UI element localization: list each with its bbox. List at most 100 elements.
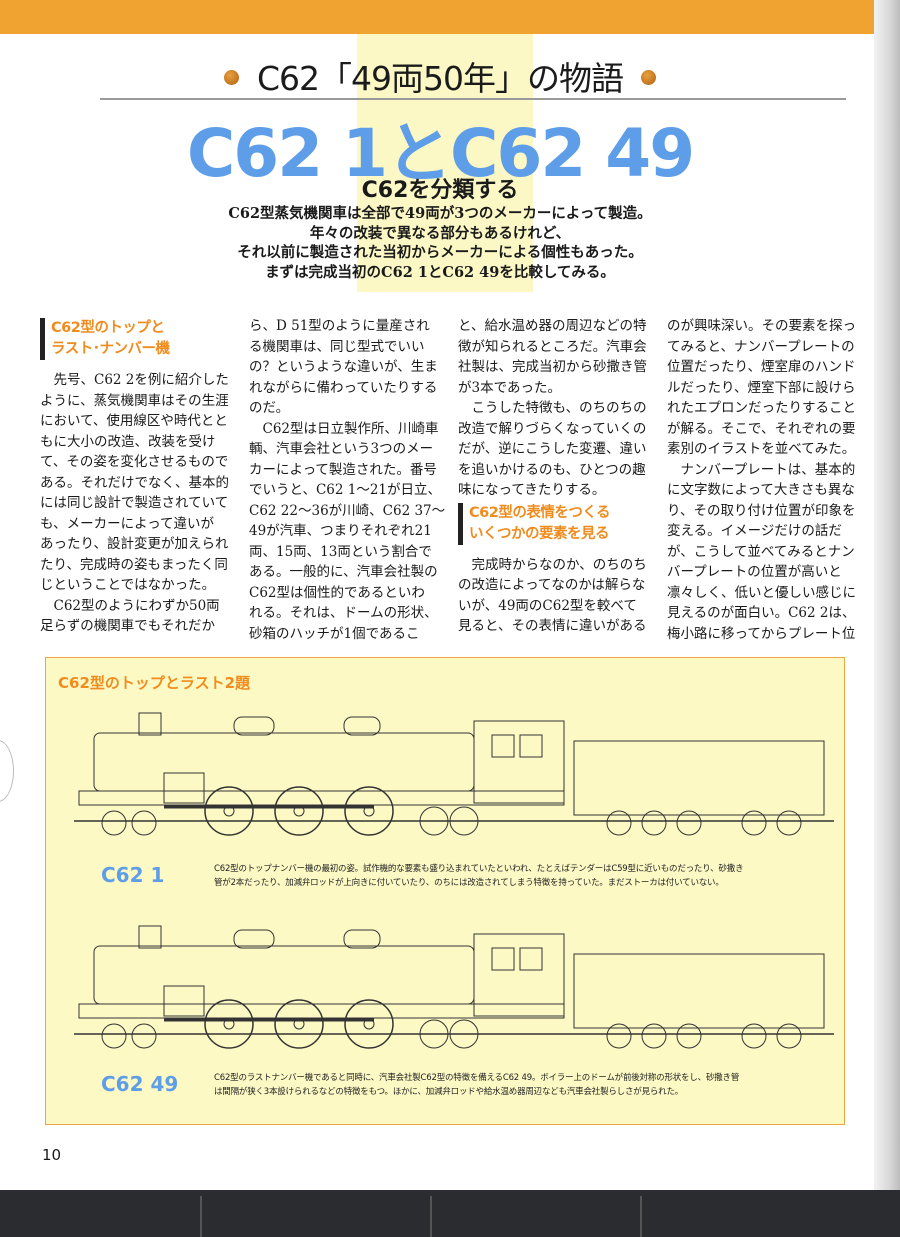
text-line: を追いかけるのも、ひとつの趣 bbox=[458, 461, 646, 478]
text-line: 両、15両、13両という割合で bbox=[249, 543, 432, 560]
section-heading: C62型の表情をつくるいくつかの要素を見る bbox=[458, 502, 658, 545]
driving-wheel bbox=[204, 999, 254, 1049]
text-line: C62型のトップと bbox=[51, 320, 165, 336]
text-line: C62 22～36が川崎、C62 37～ bbox=[249, 502, 446, 519]
bullet-dot-icon bbox=[641, 70, 656, 85]
boiler bbox=[93, 945, 475, 1005]
text-line: が、こうして並べてみるとナン bbox=[667, 543, 855, 560]
paragraph: こうした特徴も、のちのちの改造で解りづらくなっていくのだが、逆にこうした変遷、違… bbox=[458, 398, 658, 501]
cab-window bbox=[491, 947, 515, 971]
caption-line: C62型のトップナンバー機の最初の姿。試作機的な要素も盛り込まれていたといわれ、… bbox=[214, 864, 744, 874]
text-line: ルだったり、煙室下部に設けら bbox=[667, 379, 856, 396]
bullet-dot-icon bbox=[223, 70, 239, 85]
text-line: れる。それは、ドームの形状、 bbox=[249, 605, 438, 621]
cab-window bbox=[519, 947, 543, 971]
series-title-text: C62「49両50年」の物語 bbox=[256, 59, 624, 98]
text-line: C62型のようにわずか50両 bbox=[53, 597, 220, 614]
text-line: ら、D 51型のように量産され bbox=[249, 318, 430, 334]
tender-wheel bbox=[741, 1023, 767, 1049]
text-line: 素別のイラストを並べてみた。 bbox=[667, 441, 856, 457]
page-number: 10 bbox=[42, 1146, 62, 1164]
text-line: ある。一般的に、汽車会社製の bbox=[249, 564, 438, 580]
text-line: も、メーカーによって違いが bbox=[40, 515, 215, 532]
paragraph: 完成時からなのか、のちのちの改造によってなのかは解らないが、49両のC62型を較… bbox=[458, 555, 658, 637]
tender bbox=[573, 953, 825, 1029]
scan-background bbox=[0, 1190, 900, 1237]
chimney bbox=[138, 712, 162, 736]
trailing-wheel bbox=[419, 1019, 449, 1049]
driving-wheel bbox=[274, 786, 324, 836]
text-line: において、使用線区や時代とと bbox=[40, 413, 228, 429]
text-line: じということではなかった。 bbox=[40, 577, 216, 593]
tender-wheel bbox=[641, 810, 667, 836]
text-line: の？というような違いが、生ま bbox=[249, 359, 438, 375]
paragraph: ナンバープレートは、基本的に文字数によって大きさも異なり、その取り付け位置が印象… bbox=[667, 460, 867, 645]
text-line: 砂箱のハッチが1個であるこ bbox=[249, 625, 420, 642]
leading-wheel bbox=[131, 810, 157, 836]
section-heading: C62型のトップとラスト･ナンバー機 bbox=[40, 318, 240, 360]
text-line: のだ。 bbox=[249, 400, 290, 416]
paragraph: C62型は日立製作所、川崎車輌、汽車会社という3つのメーカーによって製造された。… bbox=[249, 419, 449, 645]
figure-label: C62 49 bbox=[101, 1072, 179, 1096]
text-line: でいうと、C62 1～21が日立、 bbox=[249, 482, 442, 498]
text-line: れながらに備わっていたりする bbox=[249, 379, 438, 396]
paragraph: C62型のようにわずか50両足らずの機関車でもそれだか bbox=[40, 596, 240, 637]
sand-dome bbox=[343, 929, 381, 949]
tender-wheel bbox=[606, 1023, 632, 1049]
text-line: 先号、C62 2を例に紹介した bbox=[53, 372, 229, 388]
text-line: 徴が知られるところだ。汽車会 bbox=[458, 338, 647, 355]
text-line: ように、蒸気機関車はその生涯 bbox=[40, 392, 229, 409]
driving-wheel bbox=[344, 786, 394, 836]
cylinder bbox=[163, 772, 205, 804]
text-line: 社製は、完成当初から砂撒き管 bbox=[458, 359, 647, 375]
text-line: ある。それだけでなく、基本的 bbox=[40, 474, 229, 491]
highlight-stripe bbox=[357, 34, 533, 292]
text-column-3: と、給水温め器の周辺などの特徴が知られるところだ。汽車会社製は、完成当初から砂撒… bbox=[458, 316, 658, 637]
text-line: いが、49両のC62型を較べて bbox=[458, 597, 637, 614]
text-line: 49が汽車、つまりそれぞれ21 bbox=[249, 523, 432, 539]
frame bbox=[78, 790, 565, 806]
sand-dome bbox=[343, 716, 381, 736]
text-line: 凛々しく、低いと優しい感じに bbox=[667, 584, 856, 601]
text-line: に文字数によって大きさも異な bbox=[667, 482, 855, 498]
text-line: てみると、ナンバープレートの bbox=[667, 338, 855, 355]
text-line: 見えるのが面白い。C62 2は、 bbox=[667, 605, 856, 621]
driving-wheel bbox=[274, 999, 324, 1049]
leading-wheel bbox=[101, 810, 127, 836]
text-column-2: ら、D 51型のように量産される機関車は、同じ型式でいいの？というような違いが、… bbox=[249, 316, 449, 644]
divider bbox=[100, 98, 846, 100]
text-line: だが、逆にこうした変遷、違い bbox=[458, 441, 647, 457]
text-line: には同じ設計で製造されていて bbox=[40, 495, 229, 511]
text-line: のが興味深い。その要素を探っ bbox=[667, 318, 856, 334]
trailing-wheel bbox=[449, 806, 479, 836]
text-line: ナンバープレートは、基本的 bbox=[680, 461, 856, 478]
cylinder bbox=[163, 985, 205, 1017]
figure-caption: C62型のラストナンバー機であると同時に、汽車会社製C62型の特徴を備えるC62… bbox=[214, 1071, 739, 1099]
cab-window bbox=[491, 734, 515, 758]
paragraph: 先号、C62 2を例に紹介したように、蒸気機関車はその生涯において、使用線区や時… bbox=[40, 370, 240, 596]
series-title: C62「49両50年」の物語 bbox=[0, 52, 880, 100]
text-line: れたエプロンだったりすること bbox=[667, 400, 856, 416]
top-color-band bbox=[0, 0, 880, 34]
caption-line: 管が2本だったり、加減弁ロッドが上向きに付いていたり、のちには改造されてしまう特… bbox=[214, 878, 724, 888]
text-line: C62型は個性的であるといわ bbox=[249, 584, 425, 601]
text-line: 位置だったり、煙室扉のハンド bbox=[667, 359, 856, 375]
text-line: 見ると、その表情に違いがある bbox=[458, 618, 647, 634]
page-title: C62 1とC62 49 bbox=[186, 115, 695, 192]
driving-wheel bbox=[204, 786, 254, 836]
tender-wheel bbox=[676, 1023, 702, 1049]
lede-line: それ以前に製造された当初からメーカーによる個性もあった。 bbox=[237, 244, 643, 261]
dome bbox=[233, 716, 275, 736]
lede-line: 年々の改装で異なる部分もあるけれど、 bbox=[309, 224, 571, 242]
lede: C62型蒸気機関車は全部で49両が3つのメーカーによって製造。 年々の改装で異な… bbox=[0, 204, 880, 282]
tender-wheel bbox=[641, 1023, 667, 1049]
chimney bbox=[138, 925, 162, 949]
text-line: カーによって製造された。番号 bbox=[249, 461, 437, 478]
tender-wheel bbox=[741, 810, 767, 836]
cab bbox=[473, 933, 565, 1017]
text-line: C62型の表情をつくる bbox=[469, 504, 611, 521]
locomotive-drawing-c62-49 bbox=[74, 925, 834, 1049]
text-line: て、その姿を変化させるもので bbox=[40, 454, 229, 470]
cab-window bbox=[519, 734, 543, 758]
text-line: の改造によってなのかは解らな bbox=[458, 577, 646, 593]
